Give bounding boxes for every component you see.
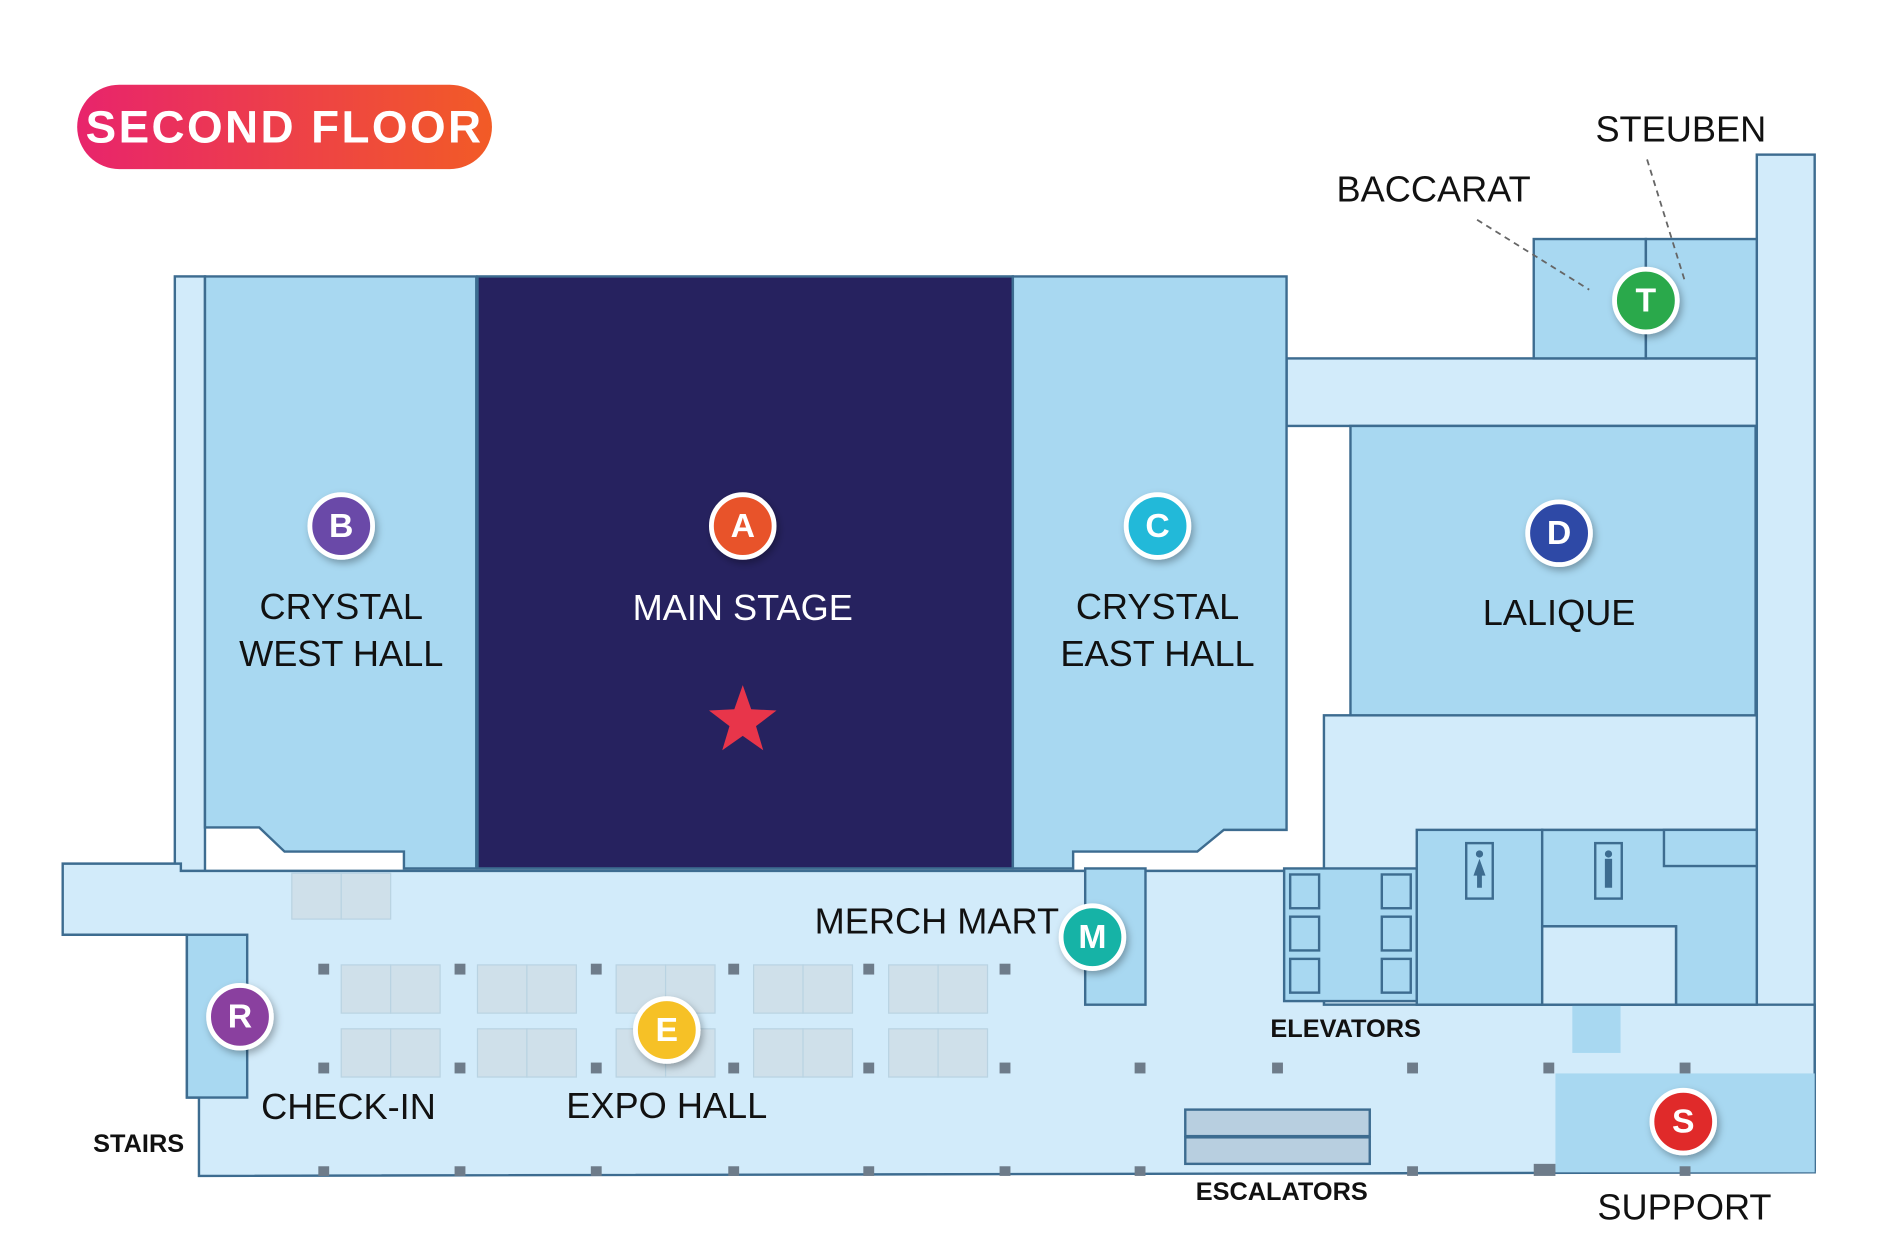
escalators-label: ESCALATORS — [1196, 1178, 1368, 1206]
floor-title: SECOND FLOOR — [77, 84, 492, 170]
svg-text:R: R — [228, 998, 252, 1036]
svg-text:C: C — [1145, 507, 1169, 545]
badge-r[interactable]: R — [206, 982, 274, 1051]
badge-a[interactable]: A — [708, 492, 777, 560]
svg-text:S: S — [1672, 1103, 1695, 1141]
lalique-room[interactable] — [1349, 424, 1757, 717]
svg-text:B: B — [329, 507, 353, 545]
svg-text:SECOND FLOOR: SECOND FLOOR — [86, 102, 484, 153]
svg-text:E: E — [656, 1011, 679, 1049]
badge-b[interactable]: B — [307, 492, 375, 560]
support-label: SUPPORT — [1597, 1186, 1771, 1227]
badge-d[interactable]: D — [1525, 499, 1593, 568]
lalique-label: LALIQUE — [1483, 592, 1636, 633]
expo-hall-label: EXPO HALL — [566, 1085, 767, 1126]
elevators[interactable] — [1282, 867, 1418, 1003]
crystal-west-hall[interactable] — [203, 275, 478, 870]
stairs-label: STAIRS — [93, 1130, 184, 1158]
main-stage[interactable] — [476, 275, 1015, 870]
badge-c[interactable]: C — [1123, 492, 1192, 560]
mens-restroom-icon — [1594, 841, 1623, 900]
crystal-east-label-2: EAST HALL — [1060, 633, 1254, 674]
badge-m[interactable]: M — [1058, 903, 1127, 971]
svg-text:T: T — [1636, 282, 1657, 320]
crystal-east-label-1: CRYSTAL — [1076, 586, 1239, 627]
crystal-east-hall[interactable] — [1011, 275, 1288, 870]
svg-text:D: D — [1547, 514, 1571, 552]
merch-mart-label: MERCH MART — [815, 901, 1059, 942]
womens-restroom-icon — [1465, 841, 1494, 900]
baccarat-label: BACCARAT — [1337, 169, 1531, 210]
svg-text:A: A — [731, 507, 755, 545]
crystal-west-label-1: CRYSTAL — [260, 586, 423, 627]
check-in-label: CHECK-IN — [261, 1086, 436, 1127]
escalators[interactable] — [1184, 1108, 1371, 1166]
badge-s[interactable]: S — [1649, 1087, 1718, 1156]
svg-text:M: M — [1078, 918, 1106, 956]
crystal-west-label-2: WEST HALL — [239, 633, 443, 674]
badge-t[interactable]: T — [1612, 266, 1680, 335]
main-stage-label: MAIN STAGE — [633, 587, 853, 628]
steuben-label: STEUBEN — [1595, 108, 1766, 149]
star-icon — [708, 685, 777, 751]
badge-e[interactable]: E — [633, 996, 701, 1064]
elevators-label: ELEVATORS — [1270, 1015, 1420, 1043]
pillars — [318, 963, 1691, 1176]
